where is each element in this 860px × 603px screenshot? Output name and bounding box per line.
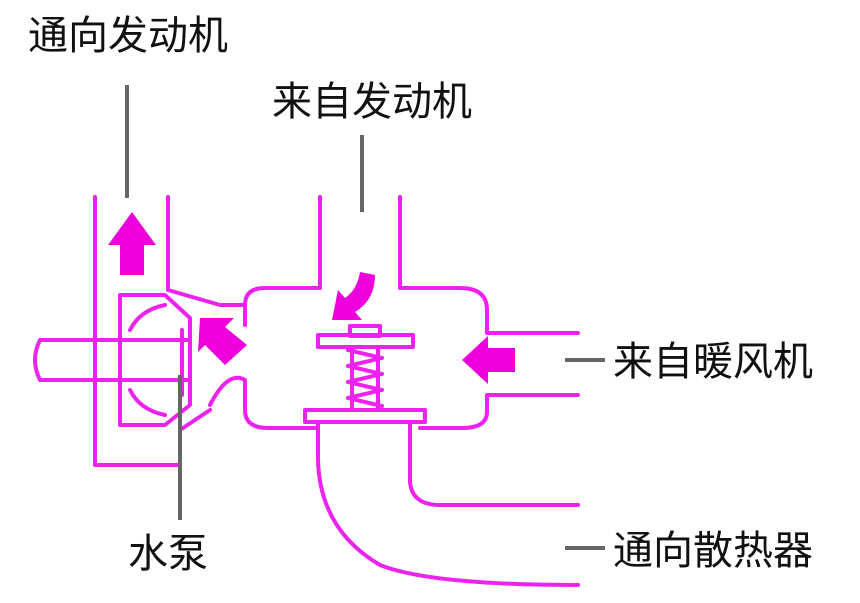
valve-cap [348,324,382,338]
label-from-heater: 来自暖风机 [613,339,813,385]
label-from-engine: 来自发动机 [272,79,472,125]
thermostat-chamber [208,195,580,430]
impeller-vanes [128,303,184,417]
arrow-from-engine-down [332,272,375,320]
pump-housing [118,293,192,427]
pump-to-chamber-wall [166,268,247,307]
arrow-up-to-engine [108,212,156,275]
pump-shaft [33,338,192,382]
label-to-engine: 通向发动机 [28,13,228,59]
radiator-outlet-pipe [316,420,580,587]
valve-bottom-plate [303,408,427,424]
label-to-radiator: 通向散热器 [613,528,813,574]
label-water-pump: 水泵 [128,531,208,577]
arrow-pump-to-outlet [198,318,247,365]
arrow-from-heater-left [462,336,515,384]
valve-spring [346,345,384,412]
